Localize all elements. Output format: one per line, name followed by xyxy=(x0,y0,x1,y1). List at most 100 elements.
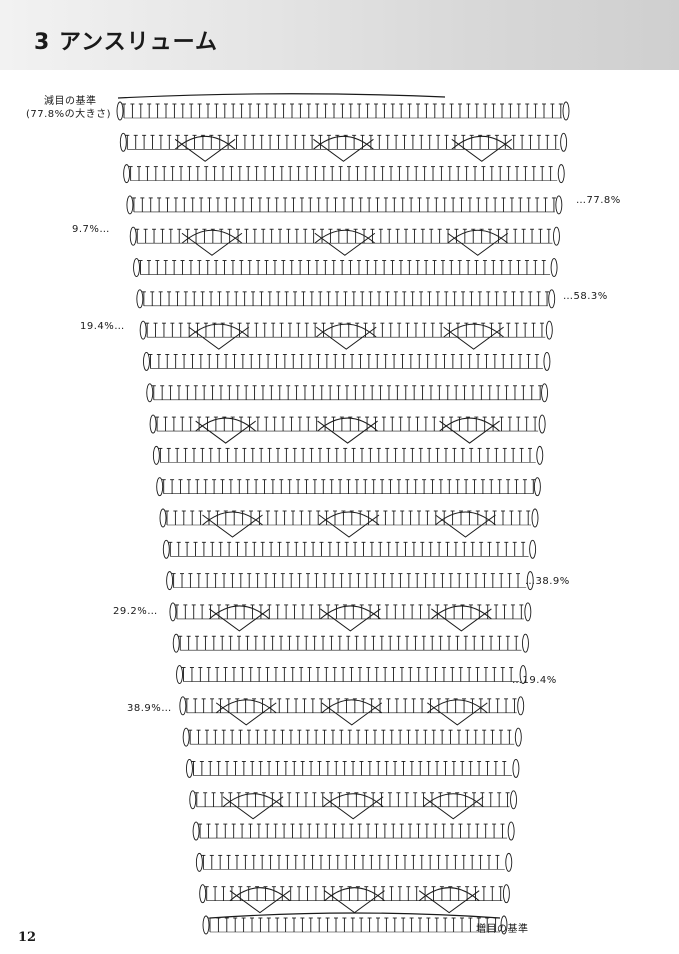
chain-v xyxy=(322,796,384,820)
edge-loop-right xyxy=(550,258,558,277)
edge-loop-right xyxy=(514,727,522,747)
edge-loop-right xyxy=(502,884,510,904)
edge-loop-left xyxy=(172,633,180,653)
edge-loop-right xyxy=(538,414,546,434)
edge-loop-right xyxy=(522,633,529,653)
decrease-base-size-label: (77.8%の大きさ) xyxy=(26,109,112,120)
edge-loop-left xyxy=(126,195,134,215)
edge-loop-right xyxy=(543,352,551,371)
edge-loop-left xyxy=(186,759,193,778)
edge-loop-left xyxy=(189,790,197,810)
chain-arch xyxy=(431,605,492,620)
chain-arch xyxy=(451,135,513,150)
top-chain-row xyxy=(117,93,446,99)
chain-arch xyxy=(439,417,500,432)
edge-loop-right xyxy=(505,852,513,872)
edge-loop-right xyxy=(531,508,539,528)
chain-arch xyxy=(318,511,380,526)
edge-loop-left xyxy=(116,101,124,121)
edge-loop-left xyxy=(176,665,183,684)
edge-loop-right xyxy=(529,539,537,559)
chain-v xyxy=(315,326,377,350)
edge-loop-right xyxy=(541,383,548,403)
edge-loop-left xyxy=(162,539,170,559)
edge-loop-left xyxy=(166,571,174,591)
edge-loop-left xyxy=(143,352,150,371)
edge-loop-right xyxy=(507,821,515,841)
edge-loop-right xyxy=(536,445,544,465)
edge-loop-right xyxy=(555,195,563,215)
chain-arch xyxy=(320,605,381,620)
page-title: 3 アンスリューム xyxy=(34,30,218,55)
chain-arch xyxy=(426,699,488,714)
edge-loop-left xyxy=(179,696,187,716)
edge-loop-right xyxy=(545,320,553,340)
edge-loop-left xyxy=(129,226,137,246)
chain-arch xyxy=(313,135,374,150)
chain-arch xyxy=(324,887,385,902)
chain-v xyxy=(422,796,484,820)
chain-arch xyxy=(209,605,270,620)
chain-arch xyxy=(181,229,243,244)
label-right-38-9: …38.9% xyxy=(525,576,570,587)
label-left-38-9: 38.9%… xyxy=(127,703,172,714)
chain-arch xyxy=(321,699,383,714)
edge-loop-right xyxy=(548,289,556,309)
edge-loop-right xyxy=(524,602,532,622)
chain-arch xyxy=(422,793,484,808)
chain-arch xyxy=(202,511,263,526)
chain-v xyxy=(318,514,380,538)
edge-loop-left xyxy=(149,414,157,434)
edge-loop-left xyxy=(139,320,147,340)
chain-arch xyxy=(188,323,250,338)
edge-loop-left xyxy=(152,445,160,465)
chain-v xyxy=(321,702,383,726)
edge-loop-left xyxy=(195,852,203,872)
edge-loop-left xyxy=(199,884,207,904)
chain-v xyxy=(181,232,243,256)
chain-v xyxy=(431,608,492,632)
chain-v xyxy=(174,138,236,162)
chain-v xyxy=(317,420,378,444)
edge-loop-right xyxy=(526,571,534,591)
chain-v xyxy=(447,232,509,256)
edge-loop-left xyxy=(156,477,164,497)
label-right-77-8: …77.8% xyxy=(576,195,621,206)
chain-v xyxy=(215,702,277,726)
edge-loop-left xyxy=(192,821,200,841)
chain-arch xyxy=(195,417,256,432)
edge-loop-right xyxy=(560,132,568,152)
edge-loop-left xyxy=(146,383,154,403)
edge-loop-right xyxy=(517,696,525,716)
label-left-29-2: 29.2%… xyxy=(113,606,158,617)
page-number: 12 xyxy=(18,930,37,945)
label-right-58-3: …58.3% xyxy=(563,291,608,302)
chain-arch xyxy=(317,417,378,432)
edge-loop-left xyxy=(202,915,210,935)
chain-v xyxy=(418,890,480,914)
edge-loop-right xyxy=(512,759,520,778)
chain-arch xyxy=(418,887,480,902)
chain-v xyxy=(222,796,284,820)
header-band: 3 アンスリューム xyxy=(0,0,679,70)
chain-arch xyxy=(215,699,277,714)
edge-loop-right xyxy=(519,665,527,684)
chain-v xyxy=(451,138,513,162)
chain-arch xyxy=(314,229,376,244)
edge-loop-right xyxy=(510,790,517,810)
chain-arch xyxy=(222,793,284,808)
label-left-19-4: 19.4%… xyxy=(80,321,125,332)
chain-v xyxy=(229,890,291,914)
edge-loop-right xyxy=(500,915,508,935)
edge-loop-right xyxy=(533,477,541,497)
chain-v xyxy=(313,138,374,162)
label-left-9-7: 9.7%… xyxy=(72,224,110,235)
increase-base-label: 増目の基準 xyxy=(476,924,529,935)
edge-loop-left xyxy=(119,132,127,152)
chain-arch xyxy=(174,135,236,150)
edge-loop-left xyxy=(159,508,167,528)
chain-v xyxy=(314,232,376,256)
decrease-base-label: 減目の基準 xyxy=(44,96,97,107)
chain-arch xyxy=(435,511,496,526)
